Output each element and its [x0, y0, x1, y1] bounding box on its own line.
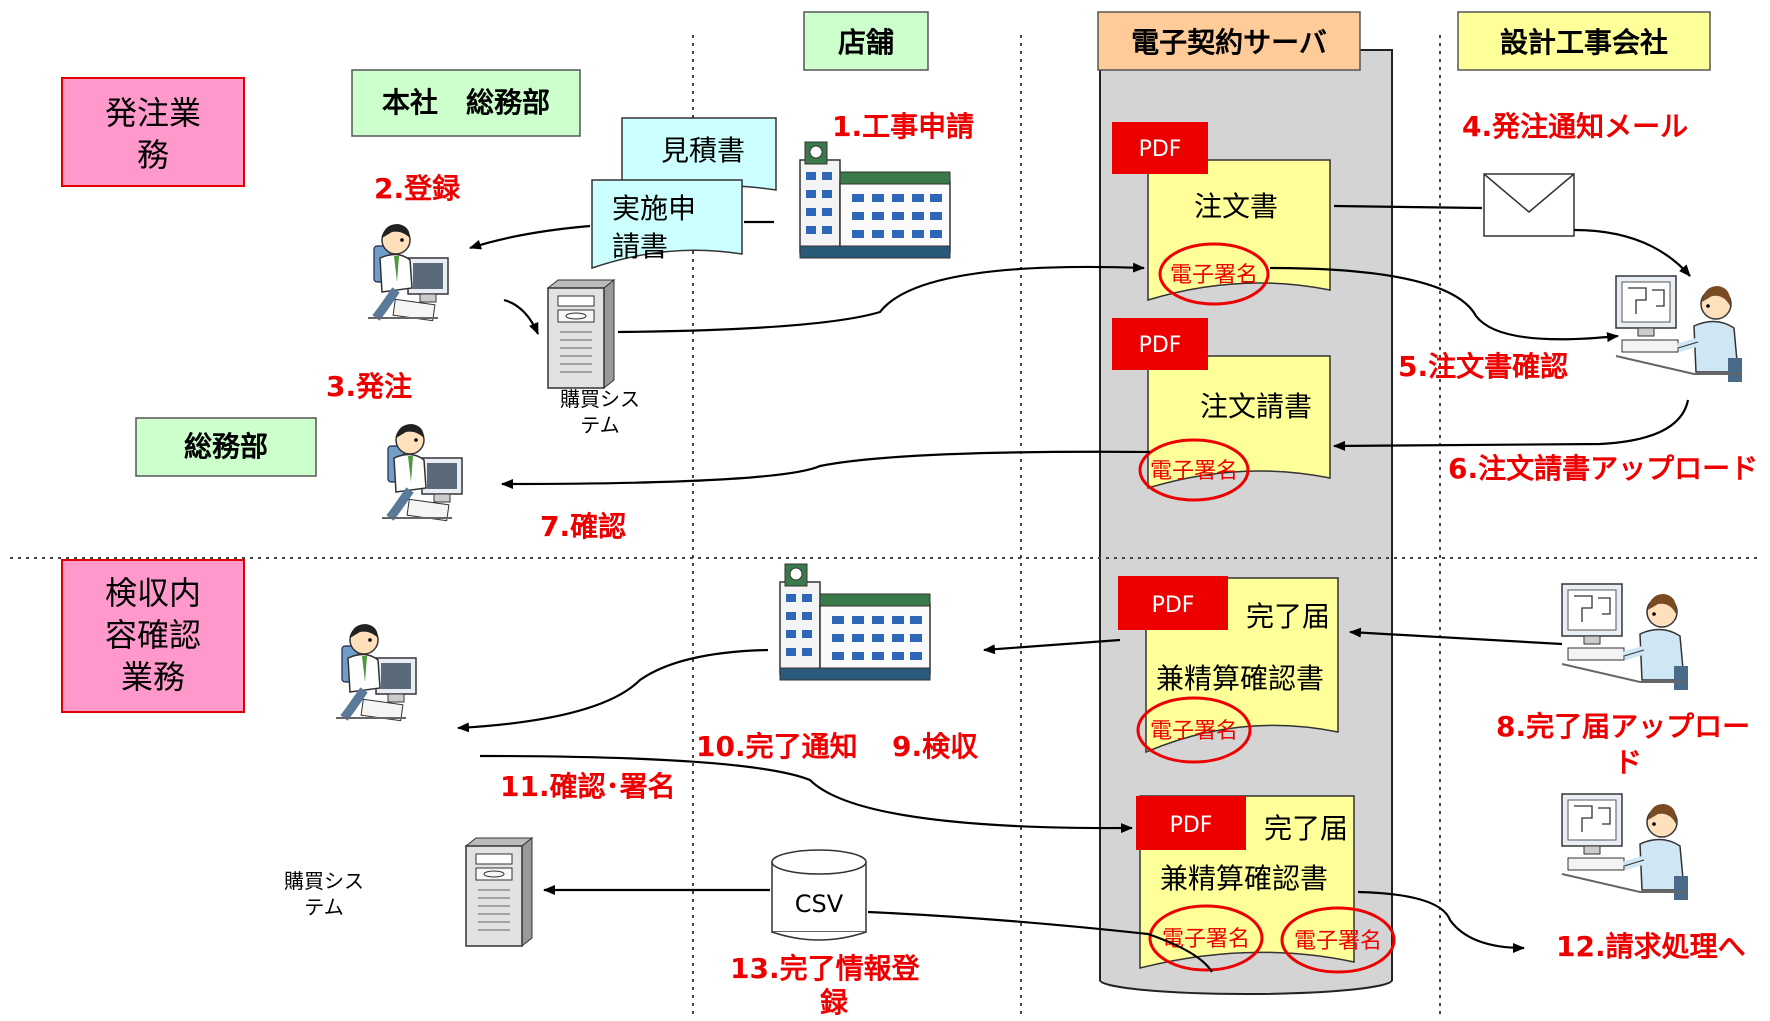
column-server-label: 電子契約サーバ [1131, 26, 1327, 59]
step-3-label: 3.発注 [326, 370, 412, 403]
arrow-application-to-hq [469, 224, 591, 250]
inspection-staff-person-icon [336, 624, 416, 721]
store-building-icon-2 [779, 563, 931, 681]
column-contractor-label: 設計工事会社 [1500, 26, 1668, 59]
order-confirm-pdf-label: PDF [1139, 333, 1182, 358]
completion-1-line2: 兼精算確認書 [1156, 662, 1324, 695]
completion-2-line1: 完了届 [1264, 812, 1348, 845]
order-confirm-label: 注文請書 [1200, 390, 1312, 423]
dept-general-label: 総務部 [184, 430, 268, 463]
arrow-order-to-designer [1269, 266, 1619, 343]
arrow-hq-to-system [503, 298, 540, 335]
step-12-label: 12.請求処理へ [1556, 930, 1746, 963]
order-signature: 電子署名 [1170, 263, 1258, 288]
hq-staff-person-icon [368, 224, 448, 321]
arrow-completion-to-billing [1357, 890, 1525, 953]
completion-2-line2: 兼精算確認書 [1160, 862, 1328, 895]
step-7-label: 7.確認 [540, 510, 626, 543]
step-6-label: 6.注文請書アップロード [1448, 452, 1758, 485]
step-13-label-2: 録 [820, 986, 849, 1019]
arrow-store-to-inspection [457, 648, 769, 733]
step-2-label: 2.登録 [374, 172, 461, 205]
step-1-label: 1.工事申請 [832, 110, 974, 143]
arrow-designer-to-confirm [1333, 399, 1690, 451]
purchase-system-server-icon-2 [465, 837, 533, 947]
section-inspection-line1: 検収内 [105, 574, 201, 612]
application-label-2: 請書 [612, 230, 668, 263]
column-contractor: 設計工事会社 [1457, 11, 1711, 71]
purchase-system-label-1a: 購買シス [560, 387, 640, 411]
purchase-system-label-2a: 購買シス [284, 869, 364, 893]
completion-1-signature: 電子署名 [1150, 719, 1238, 744]
column-store: 店舗 [803, 11, 929, 71]
arrow-completion-to-store [983, 638, 1121, 655]
application-document: 実施申 請書 [591, 179, 743, 270]
completion-2-signature-a: 電子署名 [1162, 927, 1250, 952]
section-ordering-line2: 務 [137, 136, 169, 174]
step-10-label: 10.完了通知 [696, 730, 858, 763]
step-13-label-1: 13.完了情報登 [730, 952, 921, 985]
section-inspection-line2: 容確認 [105, 616, 201, 654]
arrow-inspection-to-completion [479, 754, 1133, 834]
order-confirm-signature: 電子署名 [1150, 459, 1238, 484]
order-document: PDF 注文書 電子署名 [1112, 122, 1331, 306]
section-ordering: 発注業 務 [61, 77, 245, 187]
order-pdf-label: PDF [1139, 137, 1182, 162]
store-building-icon-1 [799, 141, 951, 259]
step-11-label: 11.確認･署名 [500, 770, 676, 803]
purchase-system-label-1b: テム [580, 413, 619, 437]
contractor-designer-icon-3 [1562, 794, 1688, 900]
step-8-label-2: ド [1614, 746, 1642, 779]
csv-label: CSV [795, 890, 844, 918]
dotted-separators [10, 35, 1762, 1015]
column-server: 電子契約サーバ [1097, 11, 1361, 71]
general-staff-person-icon [382, 424, 462, 521]
completion-2-pdf-label: PDF [1170, 813, 1213, 838]
contractor-designer-icon-1 [1616, 276, 1742, 382]
purchase-system-label-2b: テム [304, 895, 343, 919]
dept-general: 総務部 [135, 417, 317, 477]
completion-1-pdf-label: PDF [1152, 593, 1195, 618]
csv-data-icon: CSV [771, 849, 867, 941]
step-5-label: 5.注文書確認 [1398, 350, 1568, 383]
section-ordering-line1: 発注業 [105, 94, 201, 132]
arrow-order-to-envelope [1333, 204, 1483, 210]
column-store-label: 店舗 [838, 26, 894, 59]
arrow-system-to-order [617, 262, 1145, 334]
email-envelope-icon [1483, 173, 1575, 237]
completion-document-2: PDF 完了届 兼精算確認書 電子署名 電子署名 [1136, 795, 1396, 974]
section-inspection-line3: 業務 [121, 658, 185, 696]
contractor-designer-icon-2 [1562, 584, 1688, 690]
order-confirm-document: PDF 注文請書 電子署名 [1112, 318, 1331, 502]
arrow-designer-to-completion [1349, 627, 1563, 646]
arrow-signature-to-csv [867, 910, 1213, 973]
section-inspection: 検収内 容確認 業務 [61, 559, 245, 713]
step-4-label: 4.発注通知メール [1462, 110, 1688, 143]
step-8-label-1: 8.完了届アップロー [1496, 710, 1750, 743]
flow-arrows [457, 204, 1691, 973]
completion-1-line1: 完了届 [1246, 600, 1330, 633]
arrow-confirm-to-general [501, 450, 1151, 489]
purchase-system-server-icon-1 [547, 279, 615, 389]
estimate-label: 見積書 [661, 134, 745, 167]
dept-hq-label: 本社 総務部 [382, 86, 550, 119]
application-label-1: 実施申 [612, 192, 696, 225]
arrow-envelope-to-designer [1573, 228, 1691, 277]
order-label: 注文書 [1194, 190, 1278, 223]
step-9-label: 9.検収 [892, 730, 979, 763]
completion-document-1: PDF 完了届 兼精算確認書 電子署名 [1118, 576, 1339, 764]
dept-hq: 本社 総務部 [351, 69, 581, 137]
completion-2-signature-b: 電子署名 [1294, 929, 1382, 954]
